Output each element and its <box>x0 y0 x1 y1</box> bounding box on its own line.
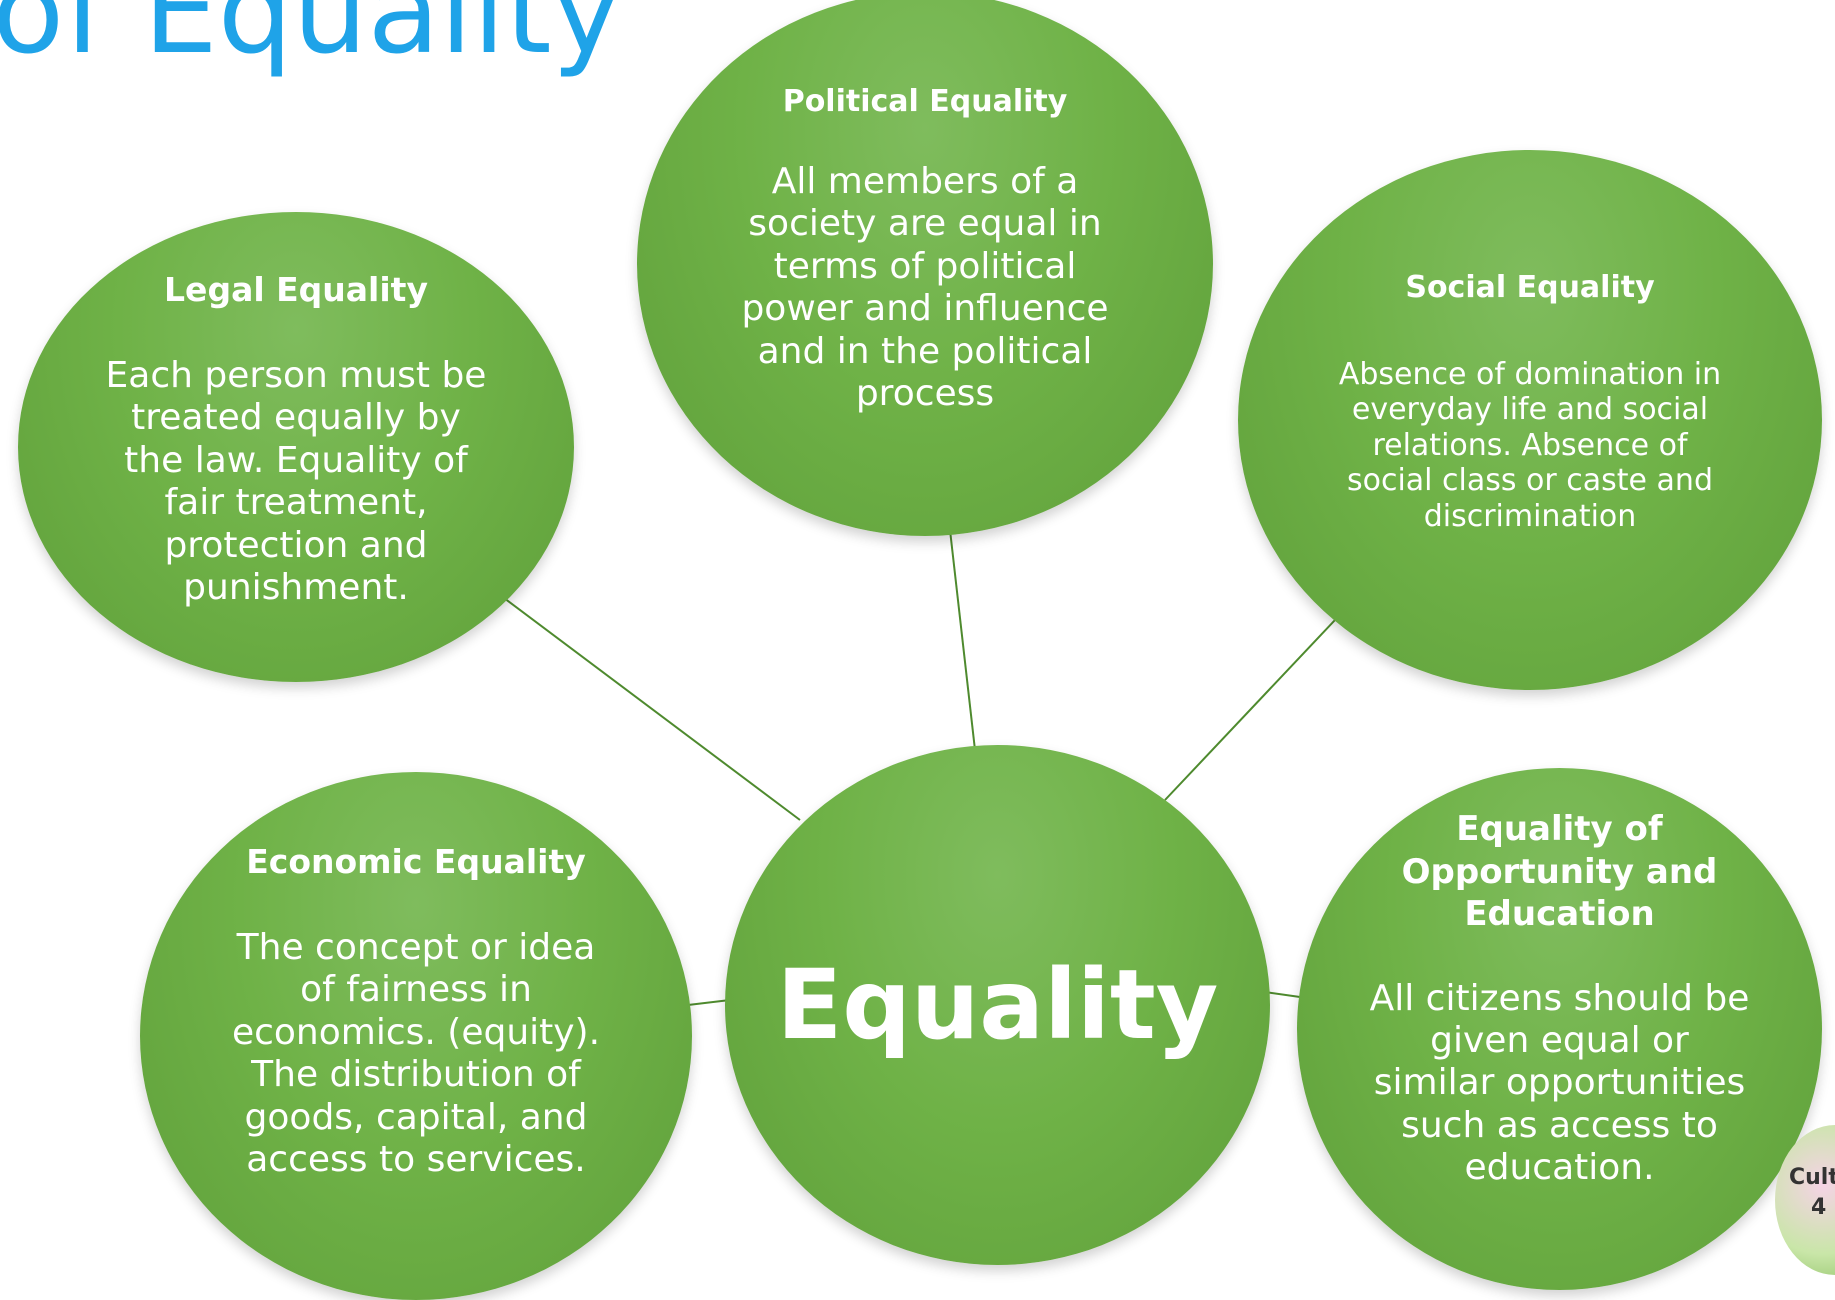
node-body: Each person must be treated equally by t… <box>105 355 487 609</box>
connector-economic <box>687 999 731 1006</box>
page-title: of Equality <box>0 0 622 80</box>
node-social-equality: Social Equality Absence of domination in… <box>1238 150 1822 690</box>
node-heading: Economic Equality <box>246 842 586 881</box>
node-body: Absence of domination in everyday life a… <box>1338 357 1722 534</box>
node-body: The concept or idea of fairness in econo… <box>231 927 601 1181</box>
connector-opportunity <box>1264 991 1301 998</box>
node-opportunity-equality: Equality of Opportunity and Education Al… <box>1297 768 1822 1290</box>
node-heading: Political Equality <box>782 84 1068 119</box>
node-body: All members of a society are equal in te… <box>741 161 1109 415</box>
center-label: Equality <box>776 949 1219 1061</box>
connector-legal <box>499 594 801 821</box>
node-heading: Legal Equality <box>164 270 428 309</box>
node-heading: Social Equality <box>1405 270 1655 305</box>
node-economic-equality: Economic Equality The concept or idea of… <box>140 772 692 1300</box>
logo-text: Cult <box>1789 1165 1835 1190</box>
node-political-equality: Political Equality All members of a soci… <box>637 0 1213 536</box>
node-legal-equality: Legal Equality Each person must be treat… <box>18 212 574 682</box>
logo-text-number: 4 <box>1811 1195 1827 1220</box>
node-heading: Equality of Opportunity and Education <box>1401 809 1718 934</box>
node-center-equality: Equality <box>725 745 1270 1265</box>
connector-political <box>949 529 976 751</box>
connector-social <box>1164 619 1336 801</box>
node-body: All citizens should be given equal or si… <box>1369 977 1750 1189</box>
